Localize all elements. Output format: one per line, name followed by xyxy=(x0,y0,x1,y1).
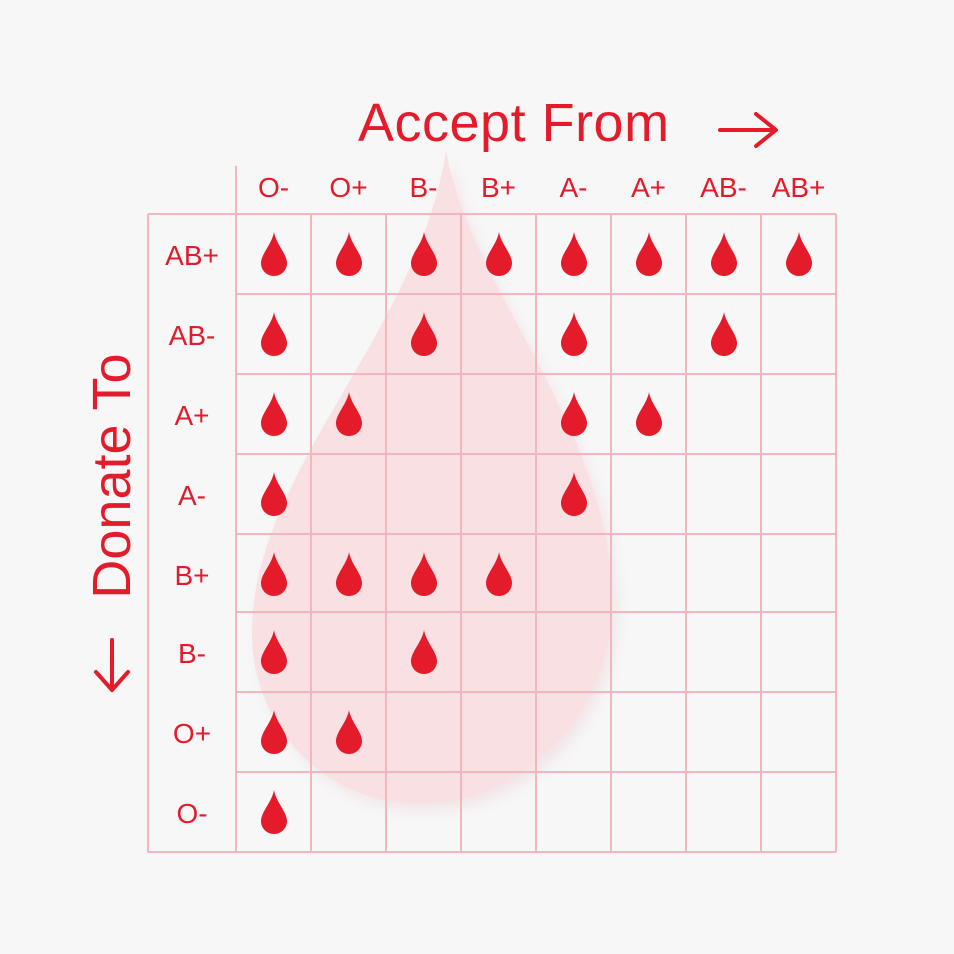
donate-to-title-wrap: Donate To xyxy=(82,326,142,626)
row-header: B+ xyxy=(174,560,210,591)
blood-drop-icon xyxy=(335,231,362,276)
blood-drop-icon xyxy=(560,471,587,516)
compatibility-mark xyxy=(236,214,311,293)
blood-drop-icon xyxy=(710,311,737,356)
blood-drop-icon xyxy=(260,471,287,516)
compatibility-mark xyxy=(311,692,386,771)
donate-to-title: Donate To xyxy=(82,353,142,599)
blood-drop-icon xyxy=(485,231,512,276)
row-header: O- xyxy=(176,798,208,829)
compatibility-mark xyxy=(311,534,386,613)
compatibility-mark xyxy=(611,374,686,453)
compatibility-mark xyxy=(461,534,536,613)
blood-drop-icon xyxy=(410,231,437,276)
compatibility-mark xyxy=(536,374,611,453)
blood-drop-icon xyxy=(560,231,587,276)
blood-drop-icon xyxy=(335,709,362,754)
blood-drop-icon xyxy=(260,311,287,356)
blood-drop-icon xyxy=(410,311,437,356)
compatibility-mark xyxy=(311,214,386,293)
blood-drop-icon xyxy=(260,709,287,754)
blood-drop-icon xyxy=(260,629,287,674)
blood-drop-icon xyxy=(260,391,287,436)
compatibility-mark xyxy=(386,534,461,613)
blood-drop-icon xyxy=(710,231,737,276)
column-header: A- xyxy=(559,172,588,203)
blood-drop-icon xyxy=(635,391,662,436)
column-header: A+ xyxy=(630,172,667,203)
compatibility-mark xyxy=(236,294,311,373)
blood-drop-icon xyxy=(785,231,812,276)
blood-drop-icon xyxy=(260,551,287,596)
column-header: O- xyxy=(257,172,290,203)
compatibility-mark xyxy=(386,214,461,293)
row-header: B- xyxy=(178,638,206,669)
column-header: AB+ xyxy=(771,172,826,203)
compatibility-mark xyxy=(236,692,311,771)
column-header: B+ xyxy=(480,172,517,203)
compatibility-mark xyxy=(236,612,311,691)
row-header: O+ xyxy=(172,718,212,749)
blood-drop-icon xyxy=(410,629,437,674)
blood-drop-icon xyxy=(260,789,287,834)
blood-drop-icon xyxy=(560,391,587,436)
compatibility-mark xyxy=(686,294,761,373)
row-header: A- xyxy=(178,480,206,511)
compatibility-mark xyxy=(236,374,311,453)
compatibility-mark xyxy=(386,612,461,691)
compatibility-mark xyxy=(236,772,311,851)
compatibility-mark xyxy=(536,294,611,373)
compatibility-mark xyxy=(686,214,761,293)
row-header: A+ xyxy=(174,400,210,431)
blood-drop-icon xyxy=(335,551,362,596)
column-header: B- xyxy=(409,172,438,203)
compatibility-mark xyxy=(611,214,686,293)
row-header: AB+ xyxy=(165,240,219,271)
blood-drop-icon xyxy=(410,551,437,596)
compatibility-mark xyxy=(536,454,611,533)
compatibility-mark xyxy=(236,534,311,613)
column-header: O+ xyxy=(329,172,368,203)
accept-from-title: Accept From xyxy=(358,93,670,153)
arrow-right-icon xyxy=(718,112,778,148)
blood-drop-icon xyxy=(335,391,362,436)
compatibility-mark xyxy=(761,214,836,293)
compatibility-mark xyxy=(461,214,536,293)
compatibility-mark xyxy=(311,374,386,453)
blood-drop-icon xyxy=(560,311,587,356)
compatibility-mark xyxy=(536,214,611,293)
compatibility-mark xyxy=(236,454,311,533)
blood-drop-icon xyxy=(635,231,662,276)
compatibility-mark xyxy=(386,294,461,373)
blood-drop-icon xyxy=(260,231,287,276)
row-header: AB- xyxy=(168,320,216,351)
column-header: AB- xyxy=(700,172,747,203)
arrow-down-icon xyxy=(94,638,130,692)
blood-drop-icon xyxy=(485,551,512,596)
